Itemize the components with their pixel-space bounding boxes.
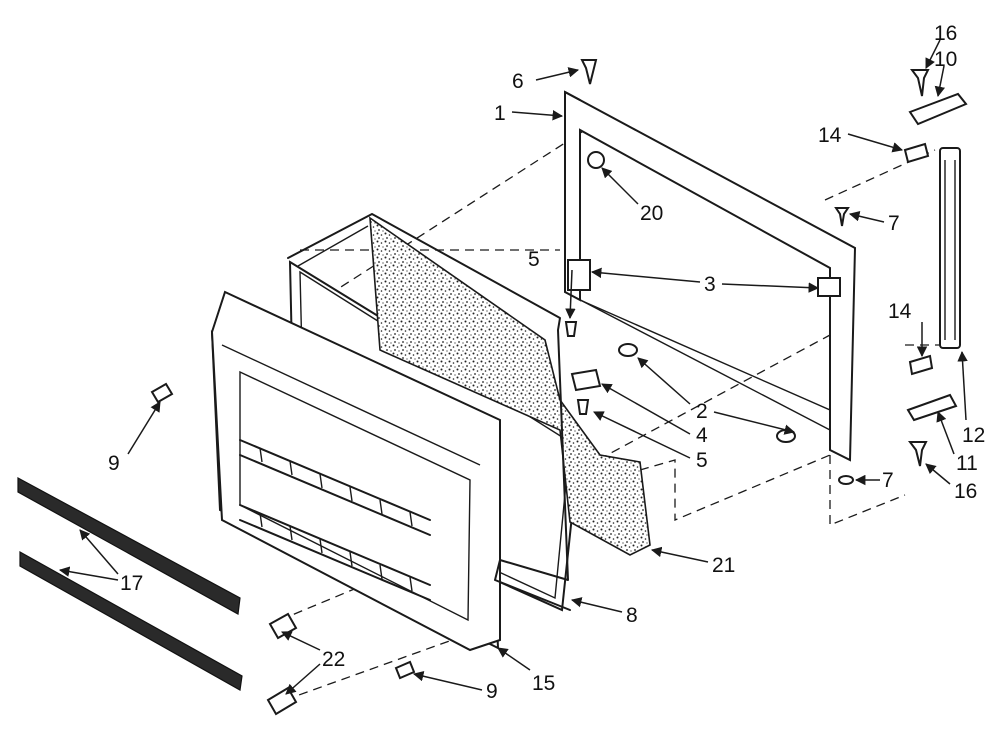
washer-4	[570, 368, 602, 392]
spacer-14-top	[903, 142, 930, 164]
callout-4: 4	[696, 424, 708, 447]
cap-2-left	[618, 343, 638, 357]
callout-11: 11	[956, 452, 978, 475]
hinge-10	[908, 92, 968, 126]
trim-17-upper	[17, 476, 241, 615]
callout-15: 15	[532, 672, 555, 695]
screw-9-upper	[150, 382, 174, 404]
screw-9-lower	[394, 660, 416, 680]
spring-12	[939, 147, 961, 349]
plug-7-bottom	[838, 475, 854, 485]
callout-5-upper: 5	[528, 248, 540, 271]
callout-7-bottom: 7	[882, 469, 894, 492]
callout-14-bottom: 14	[888, 300, 912, 323]
callout-22: 22	[322, 648, 345, 671]
door-frame	[564, 90, 857, 462]
callout-10: 10	[934, 48, 957, 71]
callout-labels: 6 1 20 3 5 2 4 5 7 7 14 14 16 10 12 11 1…	[108, 22, 985, 703]
callout-2: 2	[696, 400, 708, 423]
spacer-14-bottom	[908, 354, 934, 376]
callout-12: 12	[962, 424, 985, 447]
callout-14-top: 14	[818, 124, 842, 147]
plug-7-top	[834, 207, 850, 227]
callout-1: 1	[494, 102, 506, 125]
callout-6: 6	[512, 70, 524, 93]
screw-16-bottom	[908, 441, 928, 467]
hinge-assembly	[903, 69, 968, 467]
end-cap-22-upper	[268, 612, 298, 640]
screw-6	[580, 59, 598, 85]
callout-16-bottom: 16	[954, 480, 977, 503]
callout-20: 20	[640, 202, 663, 225]
screw-5-lower	[576, 399, 590, 415]
door-gasket	[287, 213, 571, 611]
callout-8: 8	[626, 604, 638, 627]
callout-3: 3	[704, 273, 716, 296]
screw-16-top	[910, 69, 930, 97]
callout-17: 17	[120, 572, 143, 595]
callout-9-left: 9	[108, 452, 120, 475]
callout-7-top: 7	[888, 212, 900, 235]
callout-9-bottom: 9	[486, 680, 498, 703]
hinge-11	[906, 393, 958, 422]
door-liner	[210, 290, 501, 652]
screw-5-upper	[564, 321, 578, 337]
end-cap-22-lower	[266, 686, 298, 716]
callout-16-top: 16	[934, 22, 957, 45]
door-insulation	[369, 216, 651, 556]
nut-20	[587, 151, 605, 169]
callout-21: 21	[712, 554, 735, 577]
callout-5-lower: 5	[696, 449, 708, 472]
trim-17-lower	[19, 550, 243, 691]
leader-lines	[58, 39, 968, 695]
